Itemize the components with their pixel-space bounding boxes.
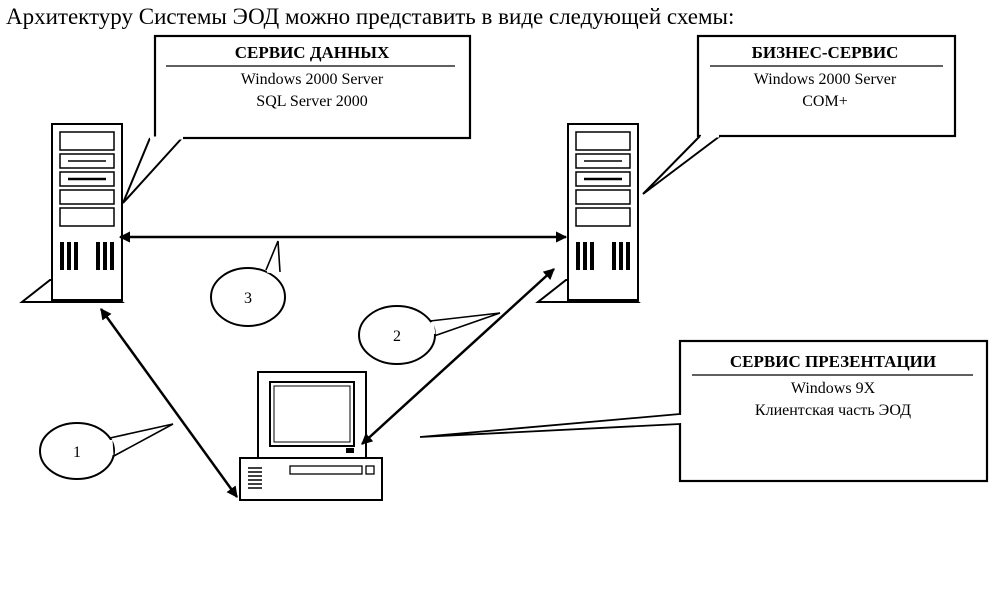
- data-service-line-2: SQL Server 2000: [256, 93, 367, 110]
- connection-1-number: 1: [73, 444, 81, 461]
- connection-1-arrow: [99, 308, 239, 498]
- connection-2-arrow: [361, 268, 555, 445]
- business-server-icon: [535, 123, 641, 303]
- connection-1-label: 1: [39, 422, 174, 480]
- connection-3-label: 3: [210, 240, 286, 327]
- connection-3-number: 3: [244, 290, 252, 307]
- presentation-service-callout: СЕРВИС ПРЕЗЕНТАЦИИ Windows 9X Клиентская…: [419, 339, 989, 483]
- presentation-service-line-2: Клиентская часть ЭОД: [755, 402, 911, 419]
- data-service-line-1: Windows 2000 Server: [241, 71, 384, 88]
- data-service-title: СЕРВИС ДАННЫХ: [235, 43, 390, 62]
- data-server-icon: [19, 123, 125, 303]
- client-computer-icon: [239, 371, 383, 501]
- presentation-service-line-1: Windows 9X: [791, 380, 876, 397]
- presentation-service-title: СЕРВИС ПРЕЗЕНТАЦИИ: [730, 352, 936, 371]
- business-service-line-1: Windows 2000 Server: [754, 71, 897, 88]
- business-service-title: БИЗНЕС-СЕРВИС: [752, 43, 899, 62]
- connection-2-label: 2: [358, 305, 501, 365]
- data-service-callout: СЕРВИС ДАННЫХ Windows 2000 Server SQL Se…: [122, 34, 472, 205]
- business-service-callout: БИЗНЕС-СЕРВИС Windows 2000 Server COM+: [642, 34, 957, 195]
- business-service-line-2: COM+: [802, 93, 847, 110]
- diagram-heading: Архитектуру Системы ЭОД можно представит…: [6, 4, 735, 29]
- connection-2-number: 2: [393, 328, 401, 345]
